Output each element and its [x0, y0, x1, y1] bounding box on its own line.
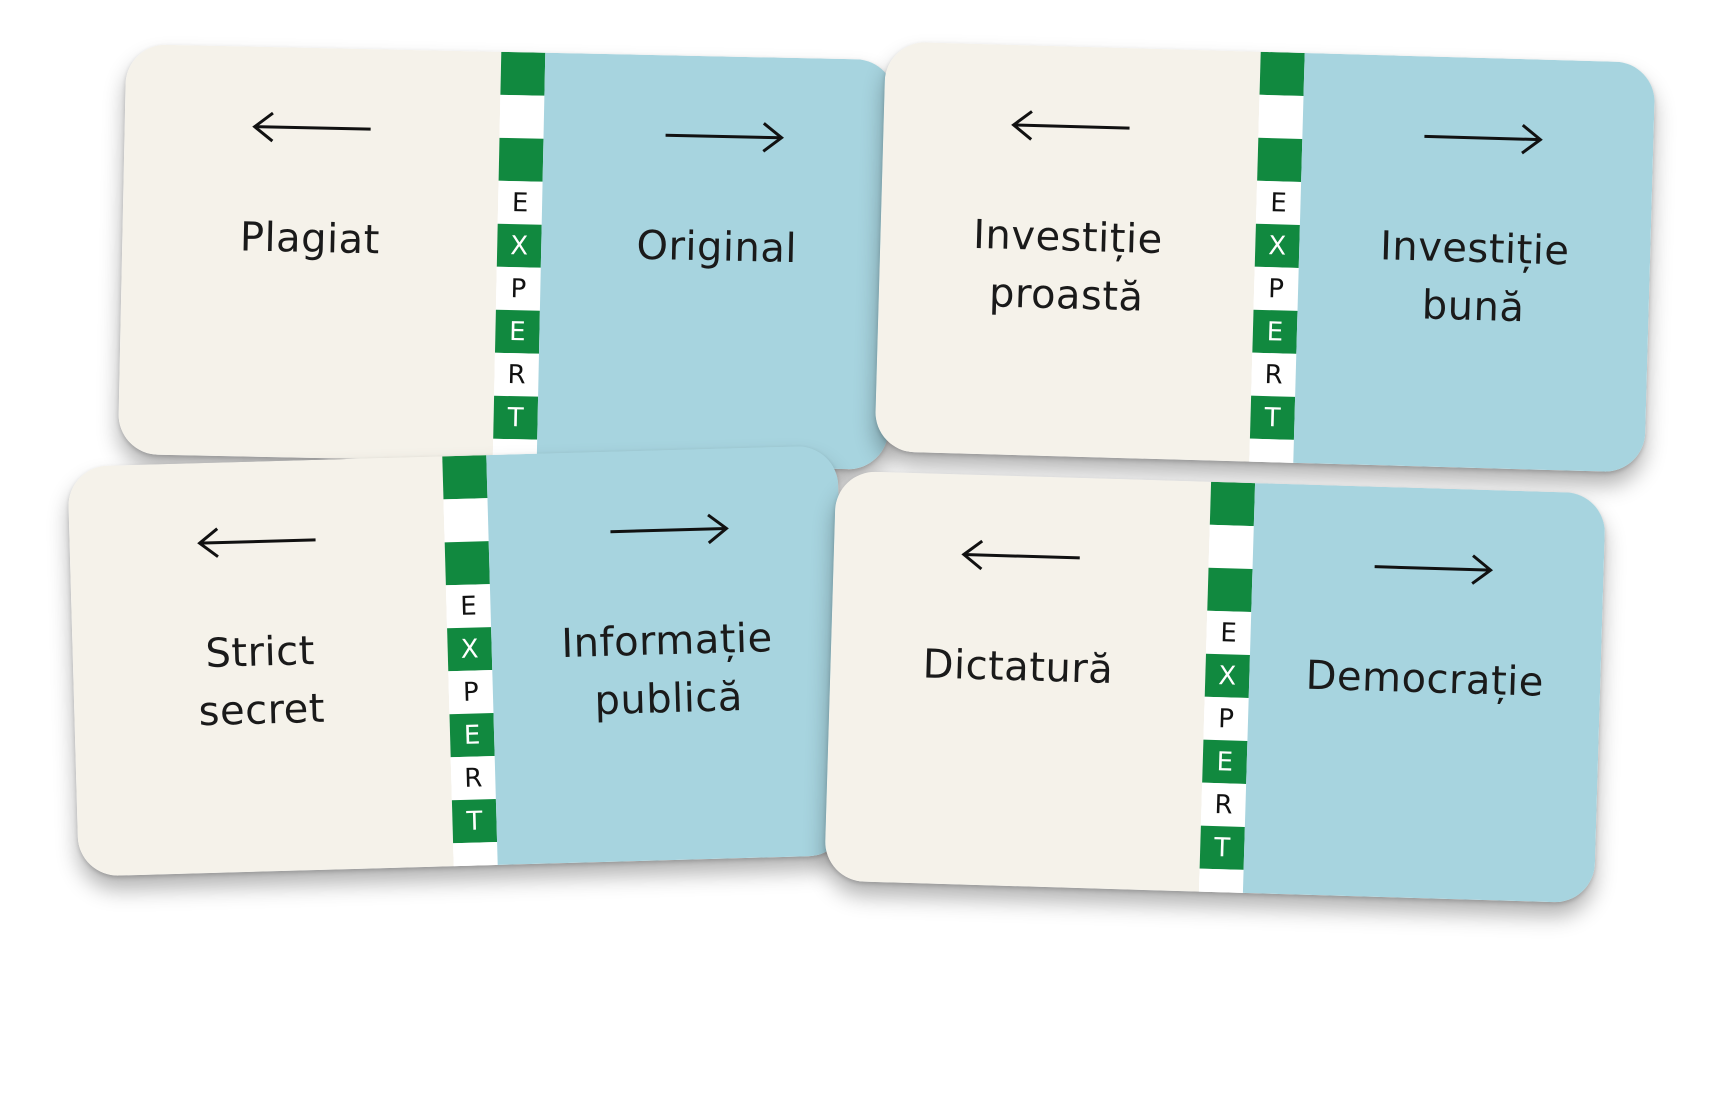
right-term-line: bună — [1421, 282, 1526, 332]
card-right-panel[interactable]: Investiție bună — [1293, 53, 1656, 473]
right-term: Informație publică — [491, 607, 845, 733]
card-left-panel[interactable]: Plagiat — [117, 43, 502, 462]
stripe-letter: E — [1252, 309, 1298, 354]
stripe-letter: T — [493, 395, 539, 440]
left-term-line: Plagiat — [239, 214, 381, 264]
stripe-letter: X — [447, 627, 493, 672]
card-right-panel[interactable]: Democrație — [1242, 483, 1606, 904]
card-right-panel[interactable]: Informație publică — [486, 445, 849, 865]
arrow-right-icon — [1370, 549, 1495, 589]
card-plagiat-original[interactable]: Plagiat E X P E R T Original — [117, 43, 897, 471]
stripe-block — [1259, 51, 1305, 97]
stripe-letter: R — [450, 756, 496, 801]
arrow-right-icon — [661, 117, 786, 156]
stripe-block — [1208, 524, 1254, 570]
stripe-block — [500, 51, 546, 96]
card-left-panel[interactable]: Dictatură — [824, 470, 1212, 892]
left-term: Investiție proastă — [878, 203, 1256, 329]
arrow-right-icon — [606, 510, 731, 549]
stripe-letter: P — [1203, 696, 1249, 741]
stripe-letter: T — [1199, 825, 1245, 870]
stripe-letter: P — [448, 670, 494, 715]
stripe-block — [1198, 868, 1244, 904]
stripe-letter: E — [494, 309, 540, 354]
card-left-panel[interactable]: Strict secret — [67, 456, 454, 877]
left-term-line: proastă — [988, 270, 1145, 321]
stripe-block — [453, 841, 499, 877]
card-right-panel[interactable]: Original — [536, 52, 897, 471]
stripe-block — [1248, 438, 1294, 473]
left-term-line: Investiție — [972, 211, 1164, 264]
right-term-line: Original — [636, 222, 798, 273]
card-left-panel[interactable]: Investiție proastă — [874, 41, 1261, 462]
card-strict-secret[interactable]: Strict secret E X P E R T Informație pub… — [67, 445, 849, 877]
arrow-left-icon — [959, 536, 1084, 576]
stripe-letter: E — [497, 180, 543, 225]
stripe-letter: E — [1255, 180, 1302, 225]
stripe-letter: X — [1204, 653, 1250, 699]
stripe-block — [442, 455, 488, 500]
card-dictatura-democratie[interactable]: Dictatură E X P E R T Democrație — [824, 470, 1606, 904]
stripe-letter: R — [494, 352, 539, 397]
stripe-block — [1258, 94, 1304, 139]
stripe-letter: E — [445, 584, 492, 629]
right-term-line: publică — [593, 674, 744, 725]
arrow-left-icon — [250, 109, 375, 148]
stripe-letter: T — [1249, 395, 1296, 440]
left-term: Strict secret — [72, 618, 450, 744]
arrow-left-icon — [195, 522, 320, 561]
right-term-line: Investiție — [1379, 223, 1571, 275]
stripe-letter: X — [496, 223, 542, 268]
stripe-letter: X — [1254, 223, 1300, 268]
stripe-letter: P — [495, 266, 541, 311]
card-investitie[interactable]: Investiție proastă E X P E R T Investiți… — [874, 41, 1656, 473]
stripe-letter: R — [1200, 782, 1247, 827]
stripe-letter: E — [1202, 739, 1248, 784]
left-term-line: Strict — [204, 628, 316, 678]
stripe-block — [1207, 567, 1253, 613]
right-term-line: Informație — [560, 615, 774, 668]
stripe-block — [498, 137, 544, 182]
stripe-block — [443, 498, 489, 543]
left-term-line: secret — [198, 685, 326, 736]
right-term-line: Democrație — [1305, 652, 1545, 706]
arrow-right-icon — [1420, 118, 1545, 157]
left-term: Dictatură — [830, 633, 1207, 702]
right-term: Democrație — [1249, 645, 1602, 713]
arrow-left-icon — [1009, 107, 1134, 146]
stripe-letter: E — [1205, 610, 1252, 656]
stripe-block — [1257, 137, 1303, 182]
right-term: Original — [541, 215, 893, 280]
stripe-letter: E — [449, 713, 495, 758]
stripe-letter: R — [1251, 352, 1297, 397]
stripe-block — [499, 94, 545, 139]
left-term: Plagiat — [122, 206, 498, 272]
left-term-line: Dictatură — [922, 641, 1114, 693]
stripe-block — [444, 541, 490, 586]
stripe-letter: T — [451, 798, 498, 844]
stripe-block — [1209, 481, 1256, 527]
stripe-letter: P — [1253, 266, 1299, 311]
right-term: Investiție bună — [1297, 215, 1651, 341]
